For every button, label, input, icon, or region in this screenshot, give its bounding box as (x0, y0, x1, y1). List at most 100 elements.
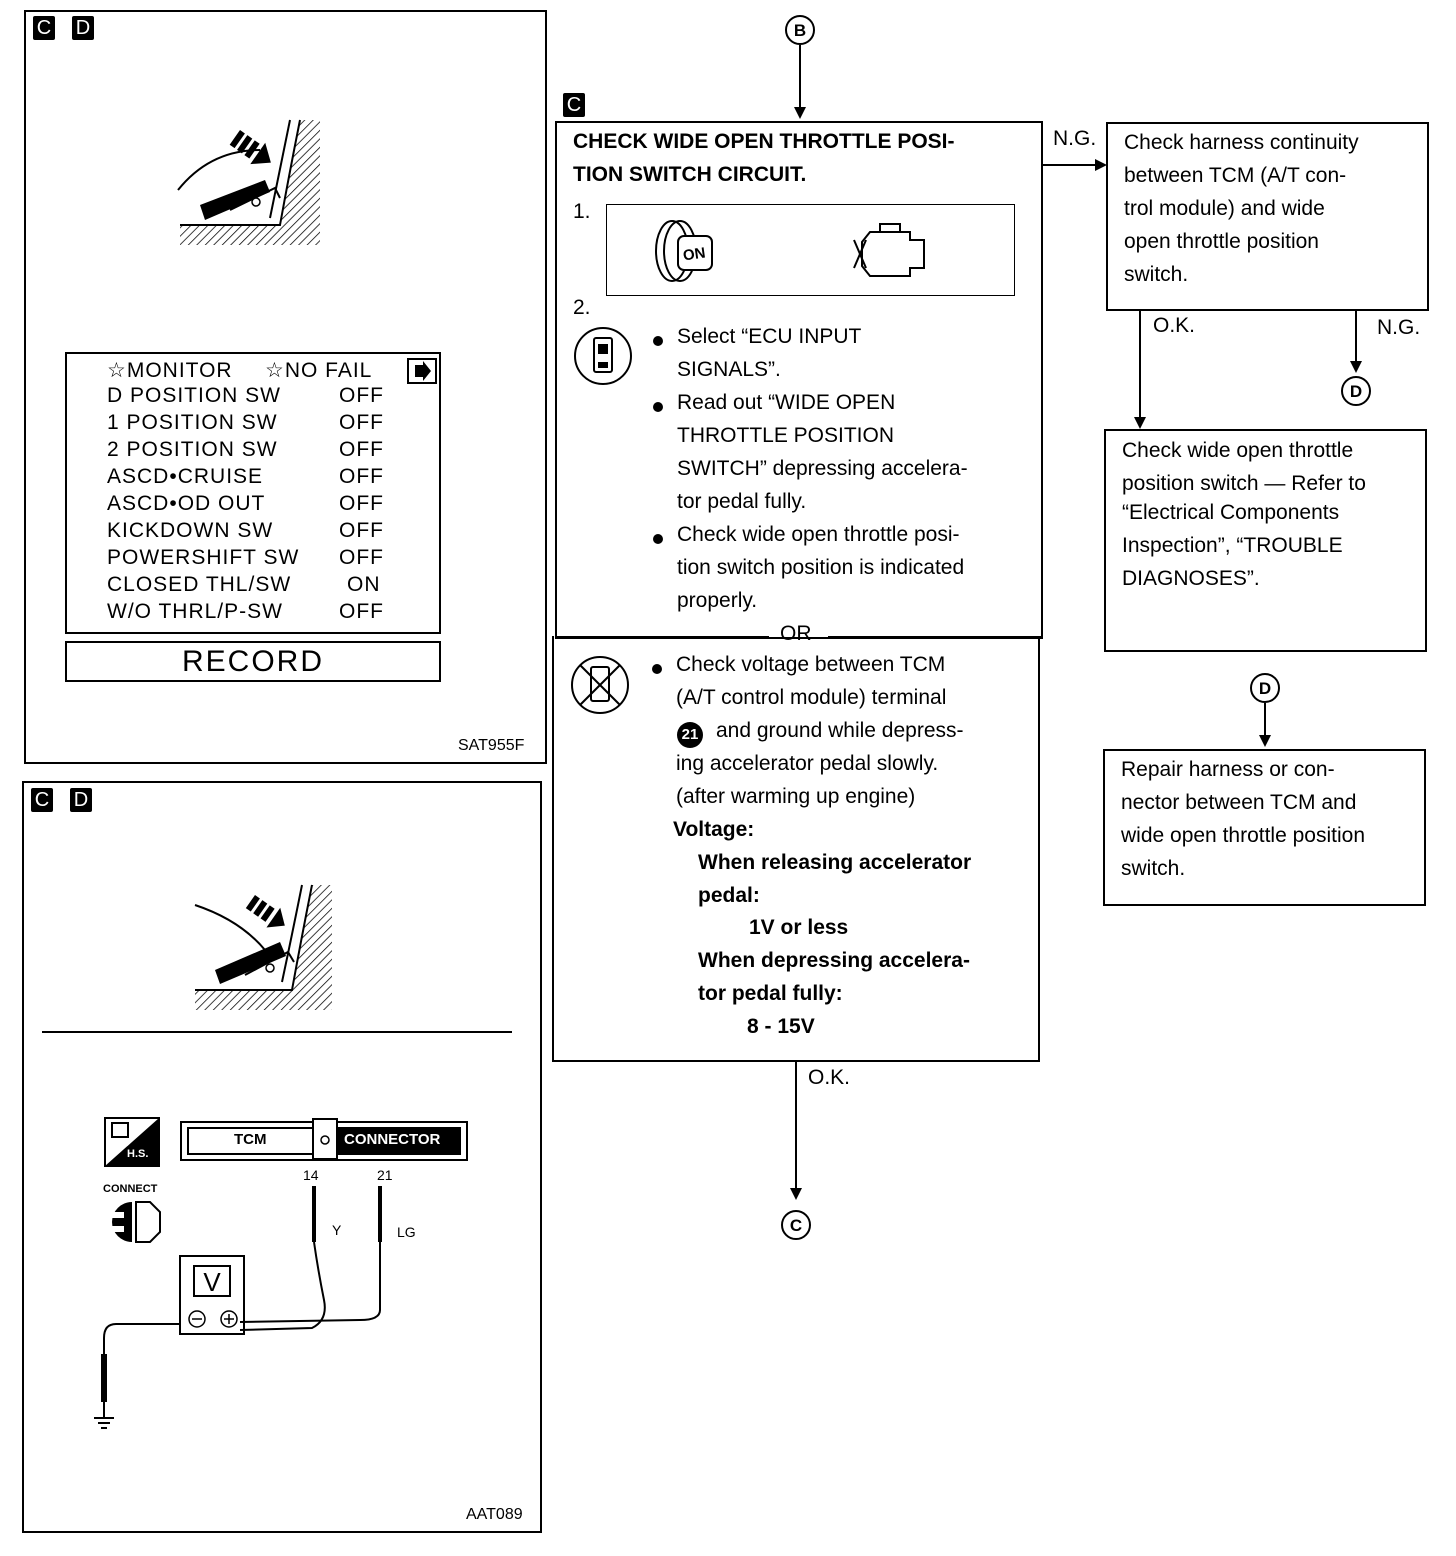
harness-ok-label: O.K. (1153, 314, 1196, 337)
consult-step-1-line2: SIGNALS”. (677, 358, 781, 381)
consult-step-3-line3: properly. (677, 589, 758, 612)
marker-d-2: D (1250, 673, 1280, 703)
release-line2: pedal: (698, 884, 760, 907)
bullet (653, 336, 663, 346)
voltage-line4: ing accelerator pedal slowly. (676, 752, 939, 775)
voltage-line5: (after warming up engine) (676, 785, 916, 808)
marker-d: D (1341, 376, 1371, 406)
ok-label: O.K. (808, 1066, 851, 1089)
bullet (653, 534, 663, 544)
ignition-key-icon (655, 220, 713, 282)
bullet (653, 402, 663, 412)
voltage-line3: and ground while depress- (716, 719, 964, 742)
no-consult-icon (571, 656, 629, 714)
record-button[interactable]: RECORD (65, 641, 441, 682)
switch-line1: Check wide open throttle (1122, 439, 1354, 462)
harness-line2: between TCM (A/T con- (1124, 164, 1347, 187)
hs-label: H.S. (127, 1148, 149, 1160)
switch-line5: DIAGNOSES”. (1122, 567, 1260, 590)
main-title-line1: CHECK WIDE OPEN THROTTLE POSI- (573, 130, 955, 153)
page-turn-icon[interactable] (407, 358, 437, 384)
consult-tool-icon (574, 327, 632, 385)
tcm-label: TCM (234, 1131, 267, 1148)
switch-line3: “Electrical Components (1122, 501, 1340, 524)
switch-check-box (1104, 429, 1427, 652)
release-line1: When releasing accelerator (698, 851, 972, 874)
consult-step-2-line3: SWITCH” depressing accelera- (677, 457, 968, 480)
end-marker-c: C (781, 1210, 811, 1240)
arrow-harness-ok (1134, 311, 1146, 429)
consult-step-3-line1: Check wide open throttle posi- (677, 523, 960, 546)
release-value: 1V or less (749, 916, 849, 939)
switch-line2: position switch — Refer to (1122, 472, 1366, 495)
step1-icons-box (606, 204, 1015, 296)
top-figure-frame (24, 10, 547, 764)
depress-line2: tor pedal fully: (698, 982, 843, 1005)
or-divider-right (828, 636, 1041, 638)
repair-line4: switch. (1121, 857, 1186, 880)
depress-line1: When depressing accelera- (698, 949, 970, 972)
step-tag-c: C (563, 93, 585, 117)
monitor-header-right: ☆NO FAIL (265, 359, 373, 382)
harness-side-icon (104, 1117, 160, 1167)
step-2-label: 2. (573, 296, 591, 319)
repair-line1: Repair harness or con- (1121, 758, 1335, 781)
figure-id-top: SAT955F (458, 737, 525, 754)
consult-step-1-line1: Select “ECU INPUT (677, 325, 862, 348)
pin-14-label: 14 (303, 1167, 319, 1183)
voltmeter-wiring (94, 1186, 382, 1429)
repair-line3: wide open throttle position (1121, 824, 1365, 847)
divider-line (42, 1031, 512, 1033)
ignition-on-label: ON (681, 244, 707, 265)
tag-c: C (31, 788, 53, 812)
harness-ng-label: N.G. (1377, 316, 1421, 339)
voltage-check-box (552, 636, 1040, 1062)
arrow-d-to-repair (1259, 703, 1271, 747)
voltmeter: V (179, 1255, 245, 1335)
pin-21-label: 21 (377, 1167, 393, 1183)
or-label: OR (780, 622, 812, 645)
start-marker-b: B (785, 15, 815, 45)
consult-step-2-line1: Read out “WIDE OPEN (677, 391, 896, 414)
engine-icon (853, 223, 925, 277)
switch-line4: Inspection”, “TROUBLE (1122, 534, 1343, 557)
tag-c: C (33, 16, 55, 40)
monitor-header-left: ☆MONITOR (107, 359, 233, 382)
connector-label: CONNECTOR (344, 1131, 441, 1148)
consult-step-3-line2: tion switch position is indicated (677, 556, 965, 579)
harness-line3: trol module) and wide (1124, 197, 1325, 220)
step-1-label: 1. (573, 200, 591, 223)
tcm-connector (180, 1118, 468, 1161)
arrow-ok-to-c (790, 1062, 802, 1200)
bottom-figure-frame (22, 781, 542, 1533)
tag-d: D (70, 788, 92, 812)
or-divider-left (555, 636, 769, 638)
meter-terminals-icon (188, 1310, 238, 1328)
connect-label: CONNECT (103, 1183, 158, 1195)
main-title-line2: TION SWITCH CIRCUIT. (573, 163, 807, 186)
voltage-line1: Check voltage between TCM (676, 653, 946, 676)
voltage-heading: Voltage: (673, 818, 755, 841)
depress-value: 8 - 15V (747, 1015, 815, 1038)
harness-line5: switch. (1124, 263, 1189, 286)
voltage-line2: (A/T control module) terminal (676, 686, 947, 709)
main-check-box (555, 121, 1043, 639)
connect-icon (112, 1201, 161, 1243)
terminal-21-badge: 21 (677, 722, 703, 748)
repair-line2: nector between TCM and (1121, 791, 1357, 814)
figure-id-bottom: AAT089 (466, 1506, 523, 1523)
arrow-ng-to-harness (1043, 159, 1107, 171)
harness-line1: Check harness continuity (1124, 131, 1359, 154)
pedal-illustration-top (177, 119, 320, 245)
consult-step-2-line4: tor pedal fully. (677, 490, 807, 513)
wire-y-label: Y (332, 1222, 342, 1238)
